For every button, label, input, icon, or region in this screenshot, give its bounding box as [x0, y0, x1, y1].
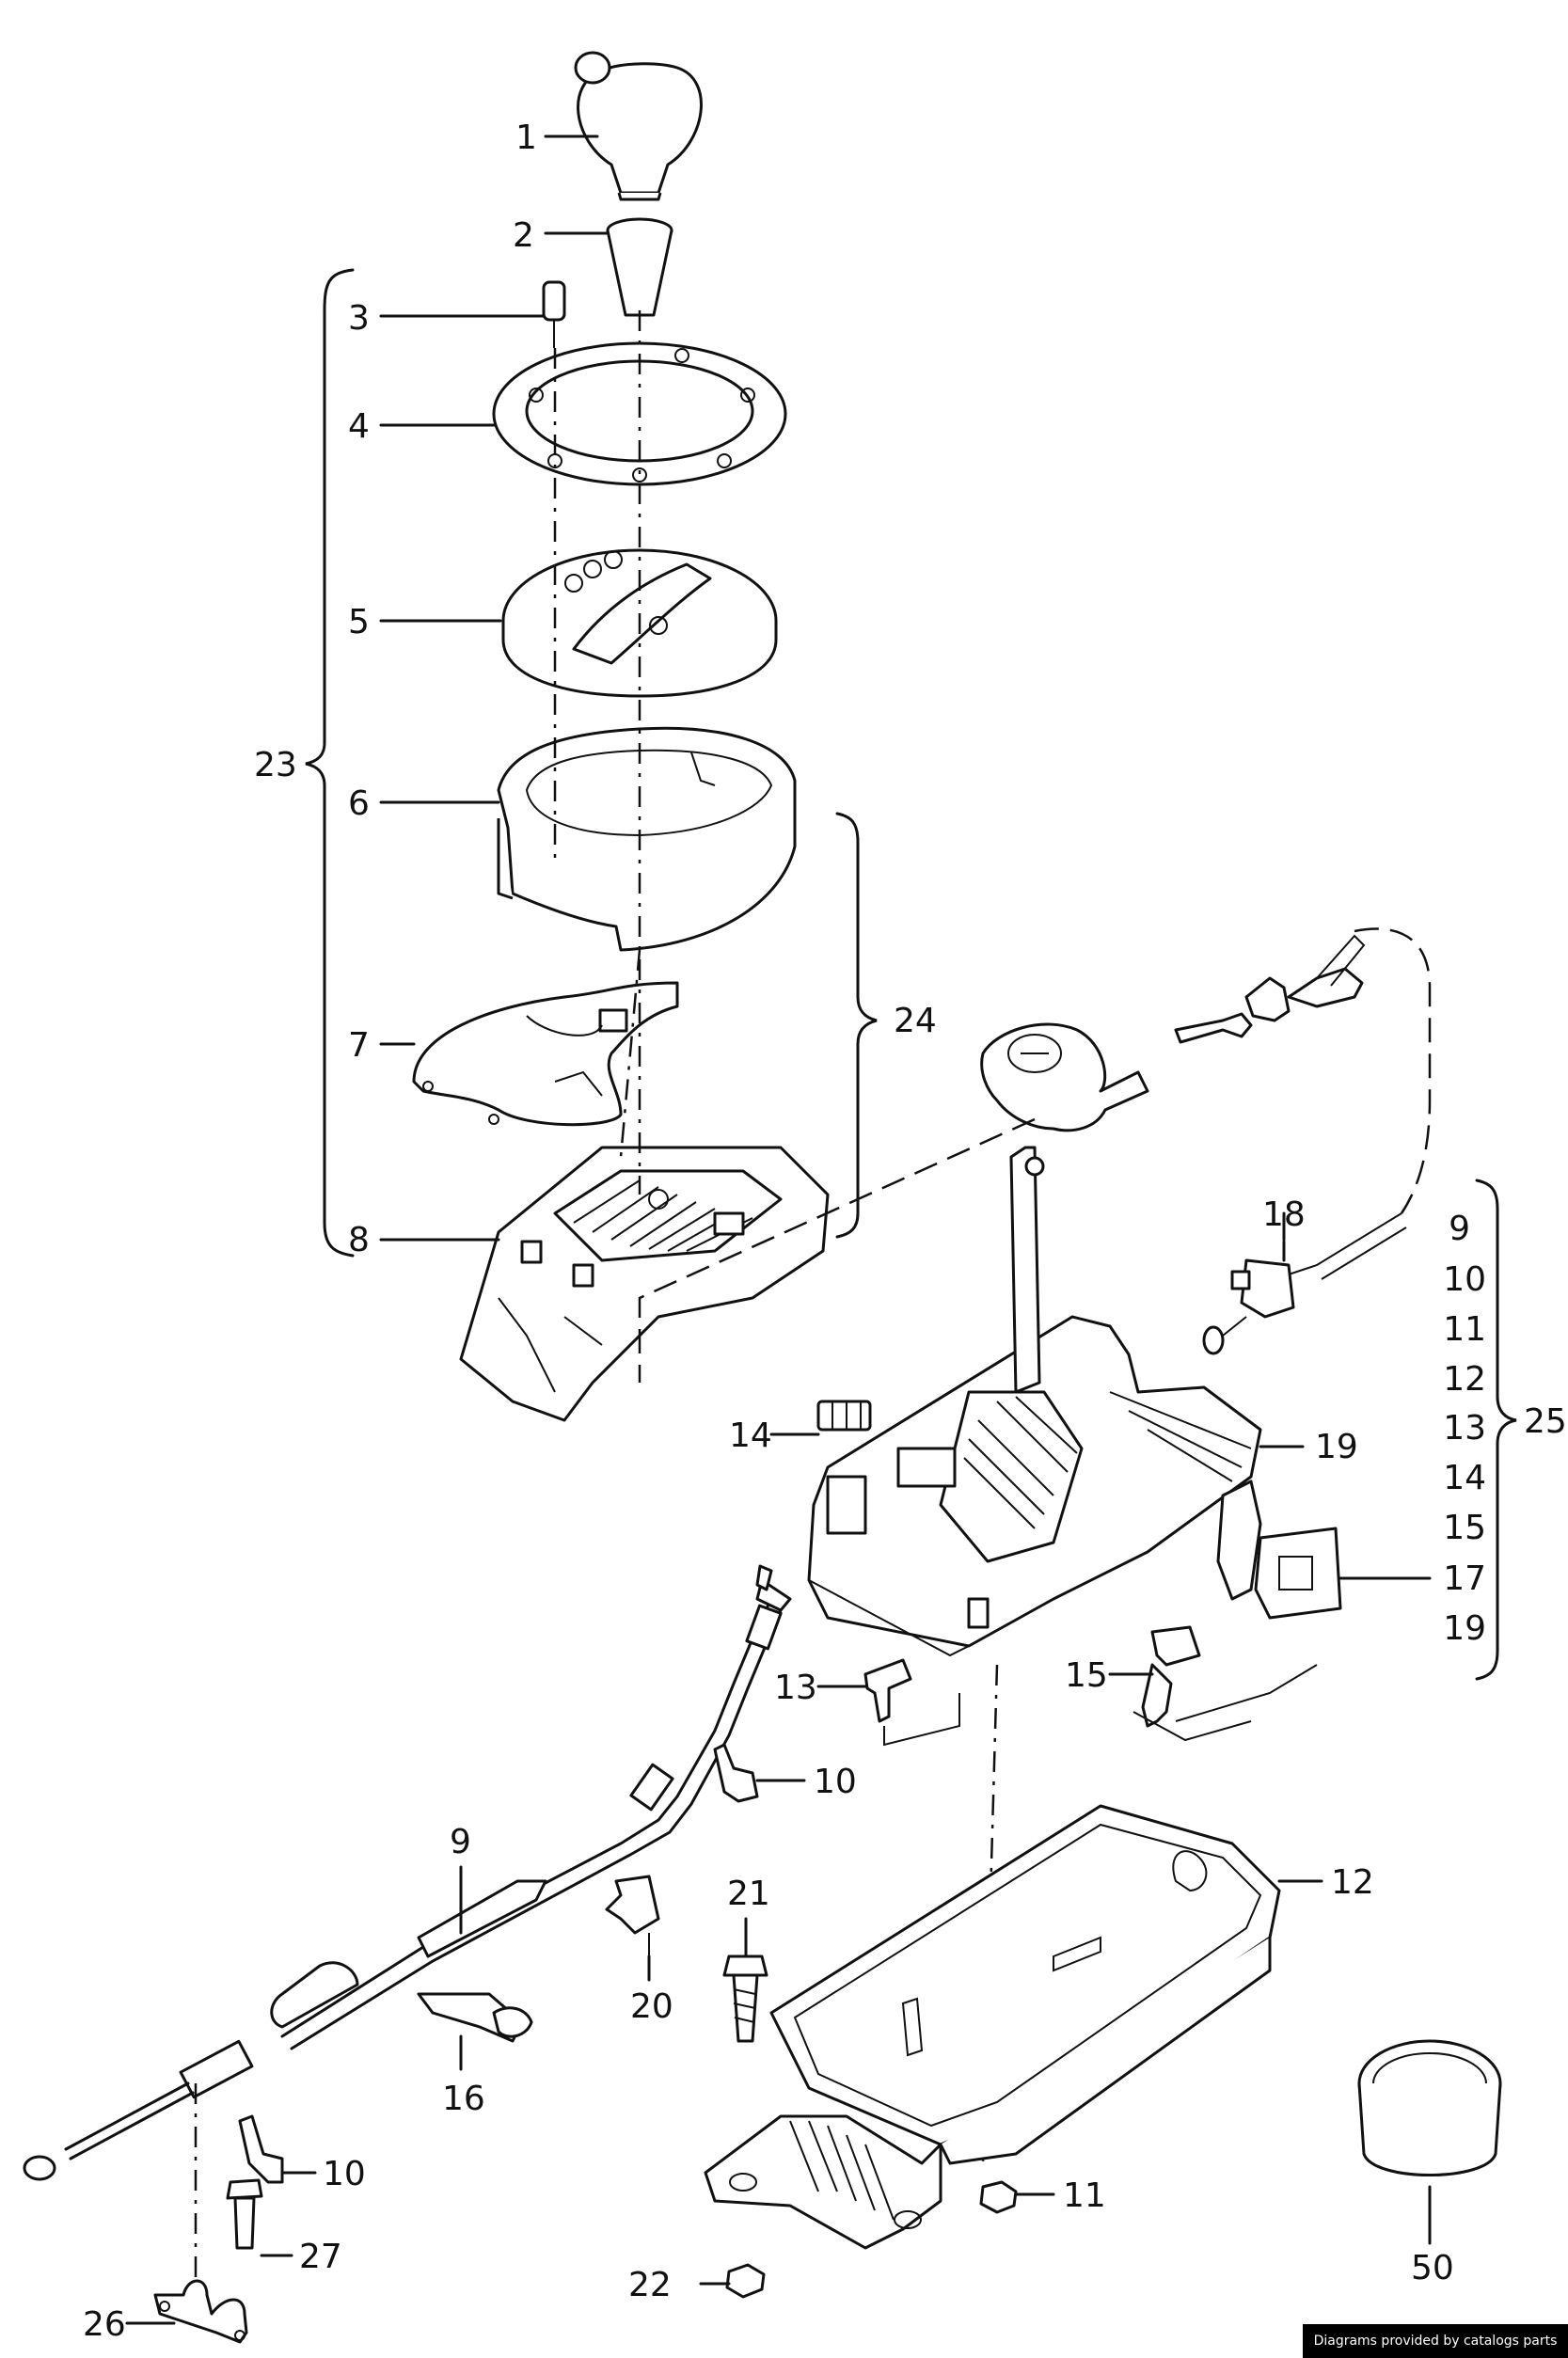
label-15: 15: [1065, 1656, 1108, 1695]
label-12: 12: [1331, 1863, 1374, 1902]
label-11: 11: [1063, 2176, 1106, 2215]
shift-lever-assembly: [807, 1146, 1262, 1657]
part-12-base-bracket: [704, 2114, 942, 2250]
bracket-25: [1475, 1179, 1517, 1681]
group-25-item: 13: [1443, 1409, 1486, 1448]
group-25-item: 14: [1443, 1459, 1486, 1497]
group-25-item: 17: [1443, 1559, 1486, 1598]
label-24: 24: [894, 1002, 937, 1040]
group-25-item: 9: [1449, 1210, 1470, 1248]
label-1: 1: [515, 119, 537, 157]
lock-cylinder: [980, 1022, 1149, 1132]
cable-loop-dashed: [1354, 927, 1432, 1214]
part-27-bolt: [226, 2178, 263, 2250]
part-15-detent: [1132, 1625, 1318, 1742]
part-11-nut: [979, 2180, 1018, 2214]
group-25-item: 10: [1443, 1260, 1486, 1299]
bracket-24: [835, 812, 878, 1239]
part-20-bracket: [605, 1875, 660, 1956]
label-18: 18: [1262, 1195, 1306, 1234]
part-14-plug: [816, 1400, 872, 1432]
label-27: 27: [299, 2238, 342, 2276]
label-5: 5: [348, 603, 370, 641]
leader-lines: [125, 135, 1432, 2325]
label-50: 50: [1411, 2249, 1454, 2287]
part-6-housing: [497, 726, 797, 952]
part-3-screw: [542, 280, 566, 348]
group-25-item: 11: [1443, 1310, 1486, 1349]
part-18-lock-cable: [1202, 1212, 1407, 1355]
label-8: 8: [348, 1221, 370, 1259]
part-10-clip-upper: [713, 1743, 759, 1803]
part-10-clip-lower: [238, 2114, 284, 2184]
label-7: 7: [348, 1026, 370, 1065]
part-2-sleeve: [606, 217, 673, 317]
label-26: 26: [83, 2305, 126, 2344]
part-1-gear-knob: [574, 51, 703, 201]
group-25-list: 9 10 11 12 13 14 15 17 19 25: [1443, 1210, 1567, 1648]
part-50-ring: [1357, 2039, 1502, 2176]
part-16-bracket: [417, 1992, 533, 2043]
group-25-item: 15: [1443, 1509, 1486, 1547]
label-3: 3: [348, 299, 370, 338]
part-12-tray: [769, 1804, 1281, 2165]
center-axis: [553, 310, 641, 1195]
callout-labels: 1 2 3 4 5 6 7 8 23 24 18 14 19 15 13 10 …: [83, 119, 1454, 2344]
label-6: 6: [348, 784, 370, 823]
label-14: 14: [729, 1416, 772, 1455]
part-13-clip: [863, 1658, 960, 1747]
label-20: 20: [630, 1987, 673, 2026]
part-7-gasket: [412, 981, 679, 1127]
label-25: 25: [1524, 1402, 1567, 1441]
part-26-bracket: [153, 2279, 248, 2344]
label-10-upper: 10: [814, 1763, 857, 1801]
part-8-selector-base: [459, 1146, 830, 1422]
part-17-connector: [1216, 1480, 1342, 1620]
part-9-cable: [23, 1564, 792, 2181]
label-2: 2: [513, 216, 534, 255]
label-21: 21: [727, 1875, 770, 1913]
ignition-key: [1174, 934, 1366, 1044]
footer-credit: Diagrams provided by catalogs parts: [1303, 2324, 1568, 2358]
group-25-item: 19: [1443, 1609, 1486, 1648]
group-25-item: 12: [1443, 1360, 1486, 1399]
label-23: 23: [254, 746, 297, 784]
part-22-nut: [725, 2263, 766, 2299]
bracket-23: [305, 268, 355, 1258]
label-10-lower: 10: [323, 2155, 366, 2193]
label-13: 13: [774, 1669, 817, 1707]
label-19: 19: [1315, 1428, 1358, 1466]
label-22: 22: [628, 2266, 672, 2304]
label-9: 9: [450, 1823, 471, 1861]
part-21-bolt: [722, 1954, 768, 2043]
label-4: 4: [348, 407, 370, 446]
label-16: 16: [442, 2080, 485, 2118]
